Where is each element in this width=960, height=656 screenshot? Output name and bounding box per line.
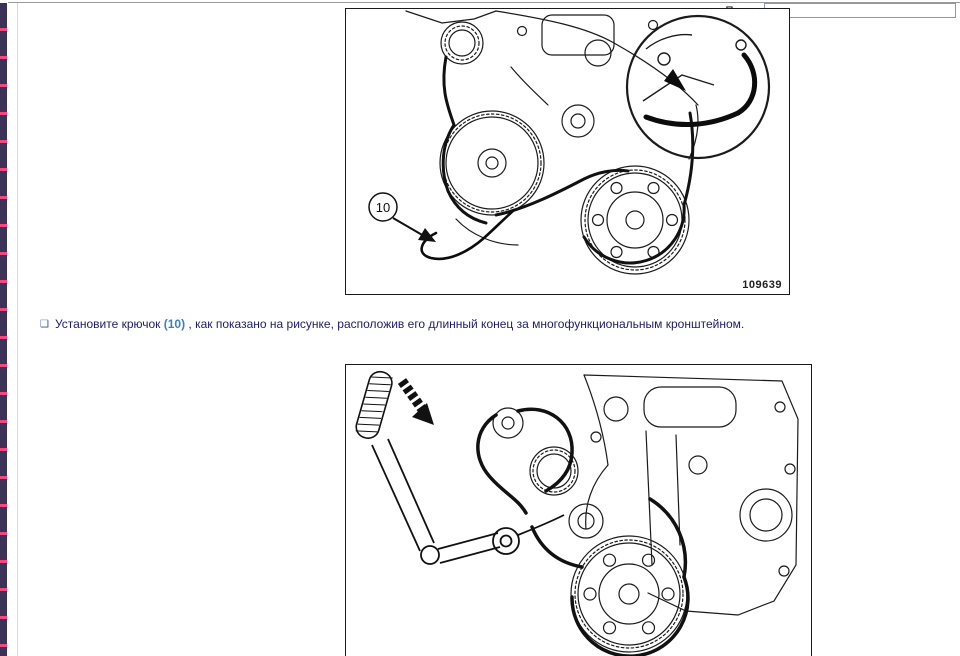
tensioner-tool [355, 370, 565, 565]
instruction-prefix: Установите крючок [54, 317, 164, 331]
figure2-engine-tool-illustration [355, 370, 799, 656]
engine-outline [492, 374, 799, 653]
figure1-callout: 10 [368, 192, 436, 242]
figure2-box [345, 364, 812, 656]
left-frame-splitter[interactable] [0, 3, 7, 656]
instruction-ref[interactable]: (10) [163, 317, 186, 331]
search-input[interactable] [764, 3, 956, 18]
drive-belt [441, 55, 695, 265]
engine-outline [405, 10, 699, 275]
top-frame-border [8, 2, 960, 3]
instruction-suffix: , как показано на рисунке, расположив ег… [185, 317, 745, 331]
direction-arrow-tail [397, 378, 427, 412]
belt-hook [420, 208, 516, 261]
bullet-icon: ❑ [40, 319, 49, 330]
drive-belt [476, 407, 690, 656]
left-gutter [7, 3, 18, 656]
instruction-line: ❑ Установите крючок (10) , как показано н… [40, 317, 952, 333]
figure1-engine-hook-illustration: 10 [368, 10, 771, 275]
figure1-callout-label: 10 [376, 200, 390, 215]
detail-inset [625, 14, 771, 160]
figure1-box: 10 109639 [345, 8, 790, 295]
direction-arrow-head [412, 403, 434, 425]
figure1-number: 109639 [742, 279, 782, 291]
search-bar: Поиск: [725, 3, 956, 18]
